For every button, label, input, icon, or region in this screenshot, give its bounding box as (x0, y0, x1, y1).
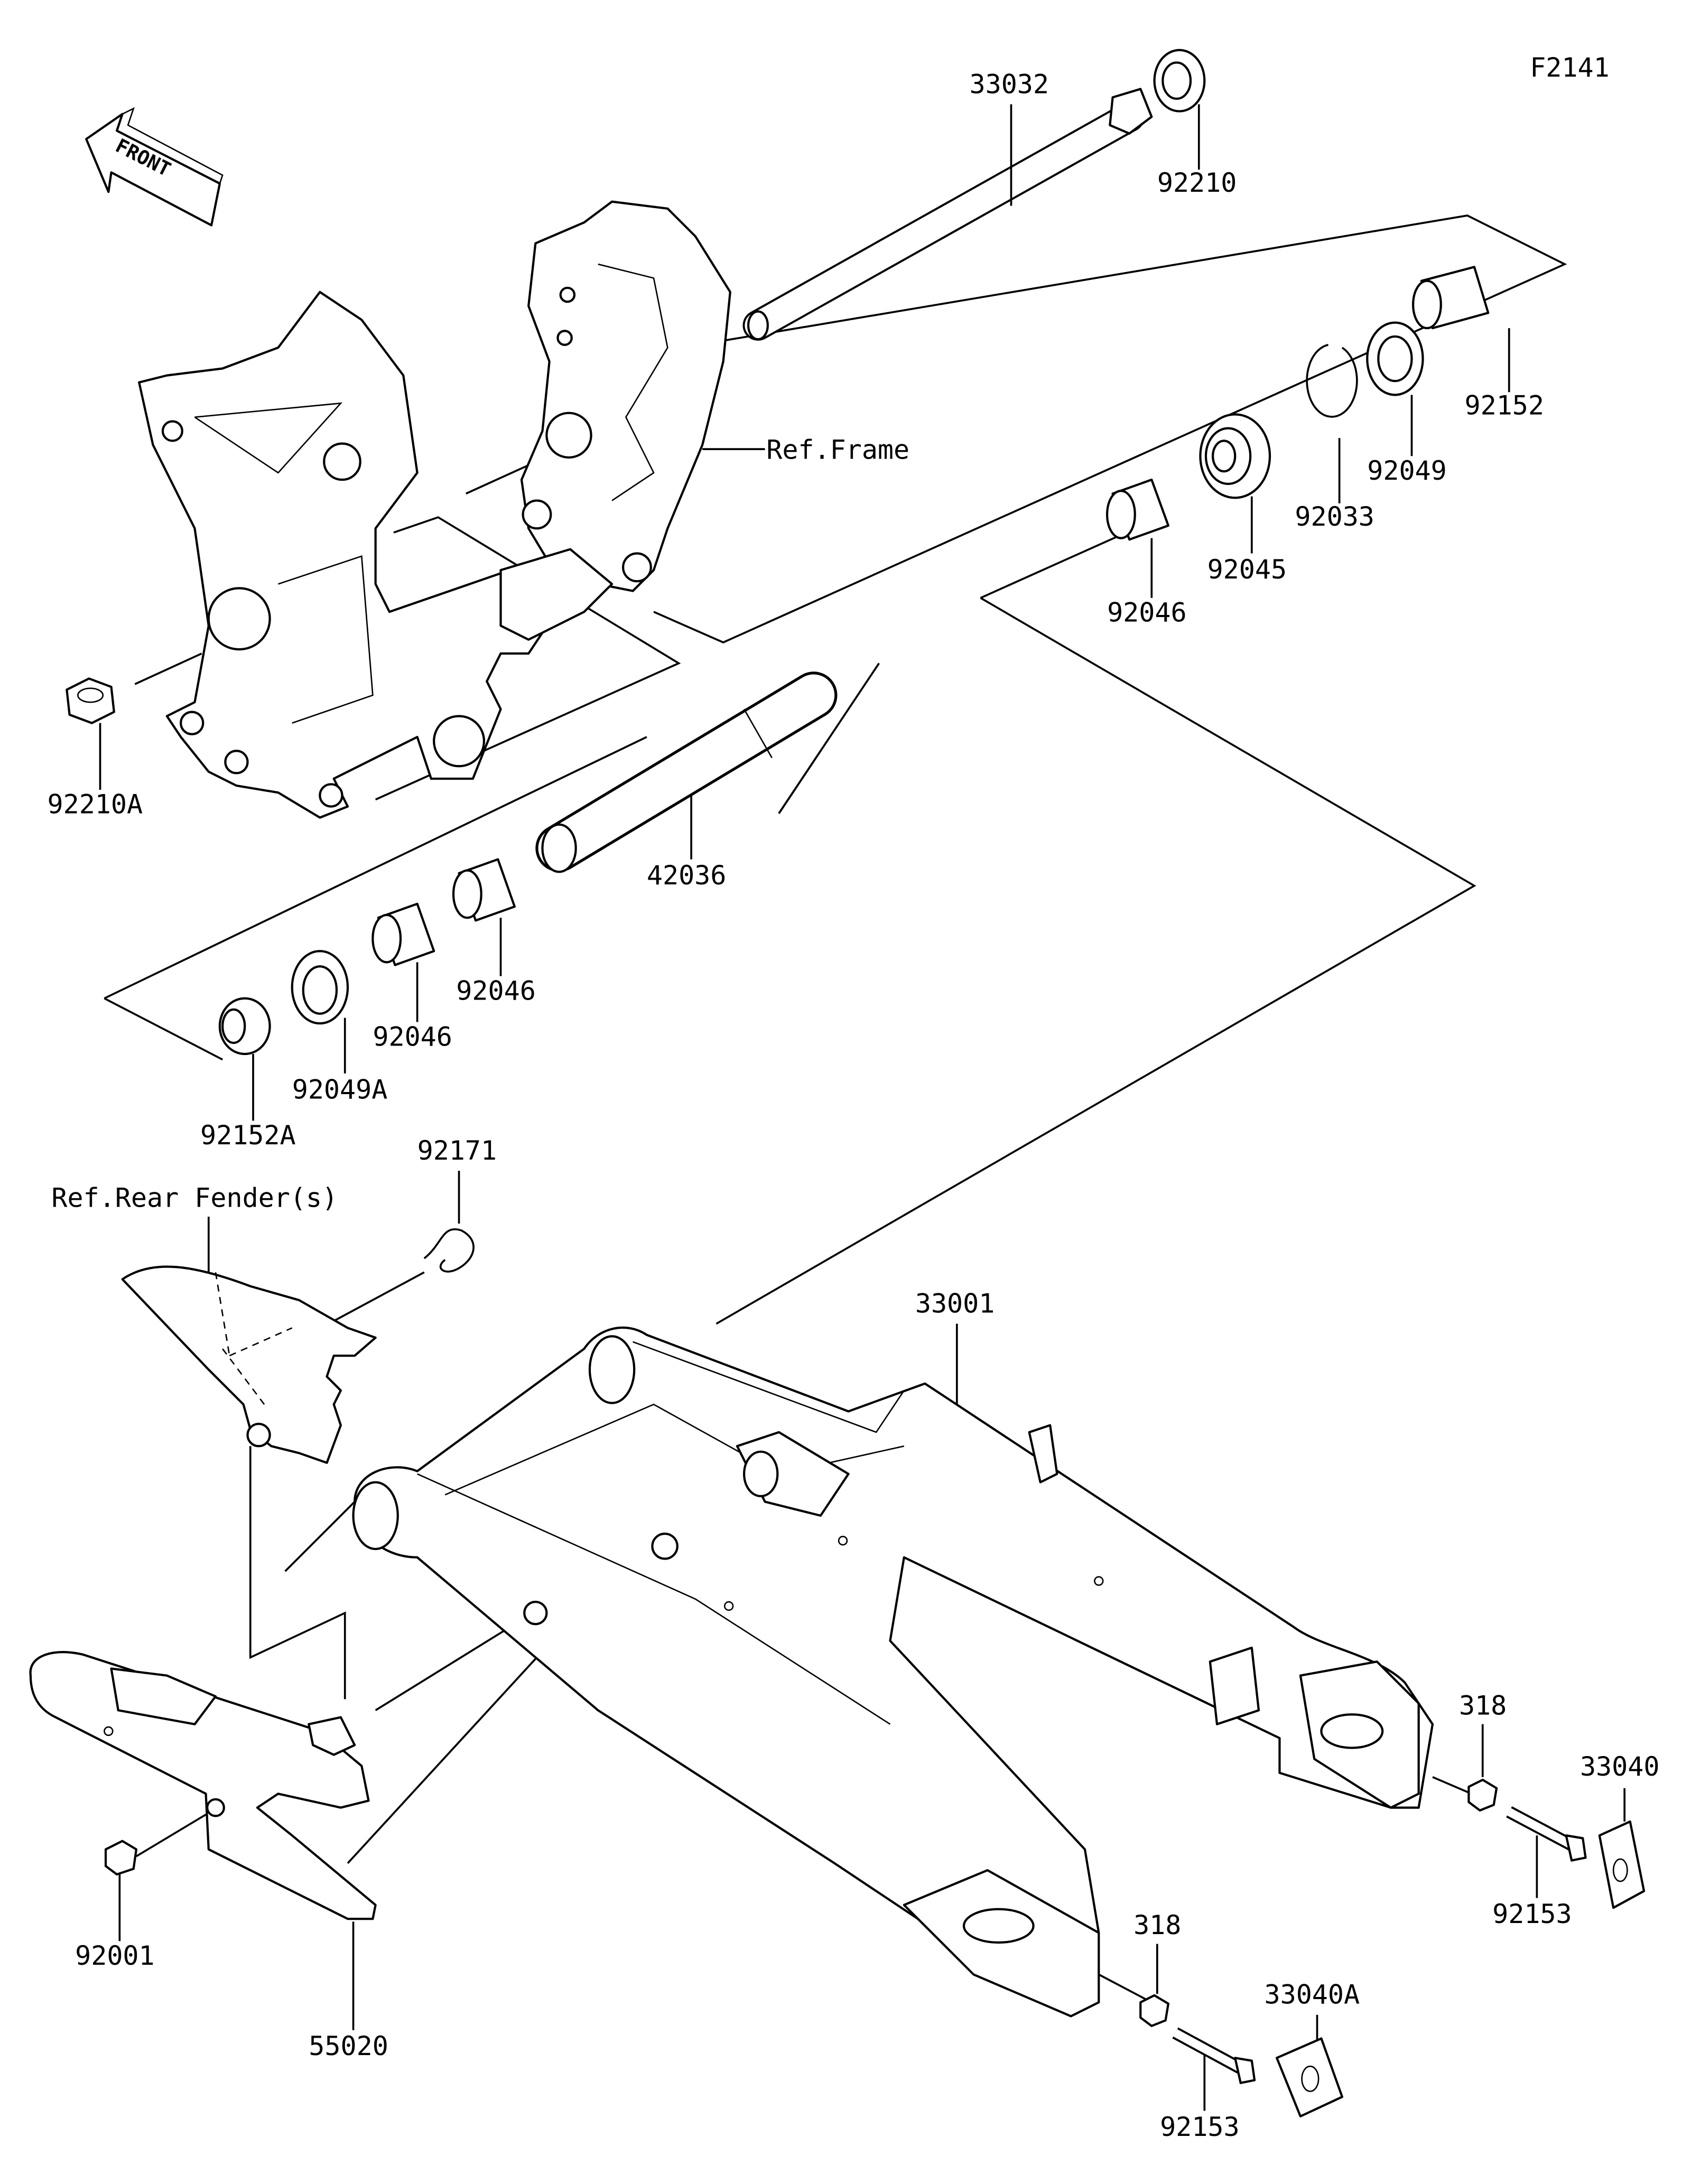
circlip-92033 (1306, 343, 1358, 418)
nut-318-lower (1139, 1994, 1169, 2027)
diagram-code: F2141 (1530, 52, 1610, 83)
part-label-92046-c: 92046 (373, 1021, 452, 1052)
part-label-92046-a: 92046 (1107, 598, 1187, 628)
part-label-33040: 33040 (1580, 1751, 1660, 1782)
part-label-92033: 92033 (1295, 501, 1374, 532)
part-label-92046-b: 92046 (456, 975, 536, 1006)
part-label-33040A: 33040A (1264, 1980, 1360, 2010)
part-label-33001: 33001 (915, 1289, 995, 1319)
collar-92152A (218, 997, 271, 1056)
guide-lines (104, 214, 1567, 2003)
part-label-92210A: 92210A (47, 789, 143, 820)
part-label-92153-a: 92153 (1492, 1899, 1572, 1929)
nut-92210 (1153, 49, 1206, 113)
part-label-92049: 92049 (1367, 455, 1447, 486)
chain-adjuster-33040 (1598, 1820, 1646, 1909)
bolt-92153-lower (1172, 2027, 1256, 2084)
part-label-92152A: 92152A (200, 1120, 296, 1151)
frame-right-ref (499, 200, 765, 641)
part-label-55020: 55020 (309, 2031, 388, 2061)
part-label-318-a: 318 (1459, 1690, 1507, 1721)
part-label-92001: 92001 (75, 1940, 155, 1971)
ref-rear-fender-label: Ref.Rear Fender(s) (51, 1183, 338, 1214)
part-label-92049A: 92049A (292, 1074, 388, 1105)
bolt-92153-upper (1506, 1806, 1587, 1862)
oil-seal-92049A (291, 950, 349, 1025)
part-label-318-b: 318 (1133, 1910, 1181, 1940)
oil-seal-92049 (1366, 321, 1424, 396)
nut-92210A (66, 677, 115, 724)
part-label-92152: 92152 (1464, 390, 1544, 421)
part-label-92045: 92045 (1207, 554, 1287, 585)
part-label-33032: 33032 (970, 69, 1049, 99)
needle-bearing-92046-mid (452, 858, 516, 922)
sleeve-42036 (535, 671, 838, 873)
part-label-92171: 92171 (417, 1135, 497, 1166)
clamp-92171 (423, 1228, 475, 1273)
front-arrow-icon: FRONT (85, 107, 224, 227)
needle-bearing-92046-lower (371, 902, 435, 966)
nut-318-upper (1467, 1778, 1498, 1812)
ball-bearing-92045 (1199, 413, 1271, 499)
chain-guard-55020 (29, 1651, 377, 1920)
chain-adjuster-33040A (1276, 2037, 1343, 2118)
ref-frame-label: Ref.Frame (766, 435, 909, 465)
pivot-shaft-33032 (742, 88, 1153, 341)
needle-bearing-92046-upper (1105, 478, 1169, 541)
bolt-92001 (104, 1840, 138, 1876)
collar-92152 (1412, 266, 1490, 330)
part-label-92210: 92210 (1157, 167, 1237, 198)
frame-left-ref (138, 291, 599, 819)
part-label-42036: 42036 (647, 860, 727, 891)
swingarm-33001 (352, 1327, 1434, 2018)
part-label-92153-b: 92153 (1160, 2112, 1240, 2142)
rear-fender-ref (121, 1265, 377, 1464)
